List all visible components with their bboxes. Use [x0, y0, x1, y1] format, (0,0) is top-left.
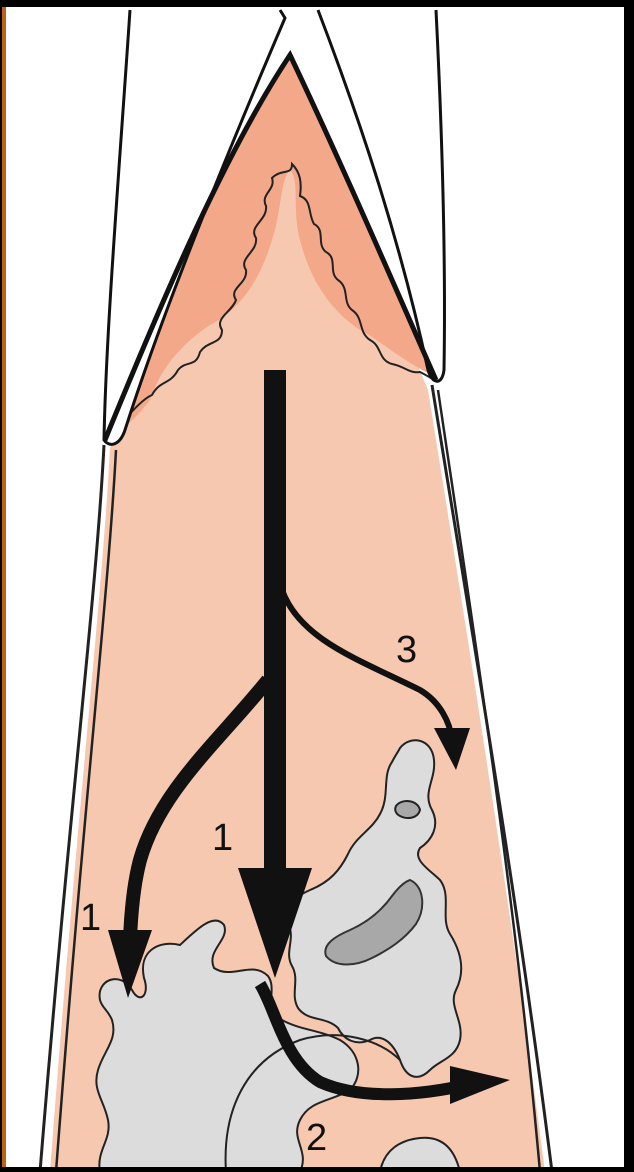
diagram-canvas: 1 1 2 3	[6, 7, 624, 1167]
bone-pore	[395, 801, 420, 818]
label-left-path: 1	[80, 897, 101, 939]
label-right-path: 3	[396, 629, 417, 671]
label-center-path: 1	[212, 817, 233, 859]
tooth-root-diagram: 1 1 2 3	[6, 7, 624, 1167]
label-bottom-path: 2	[306, 1117, 327, 1159]
